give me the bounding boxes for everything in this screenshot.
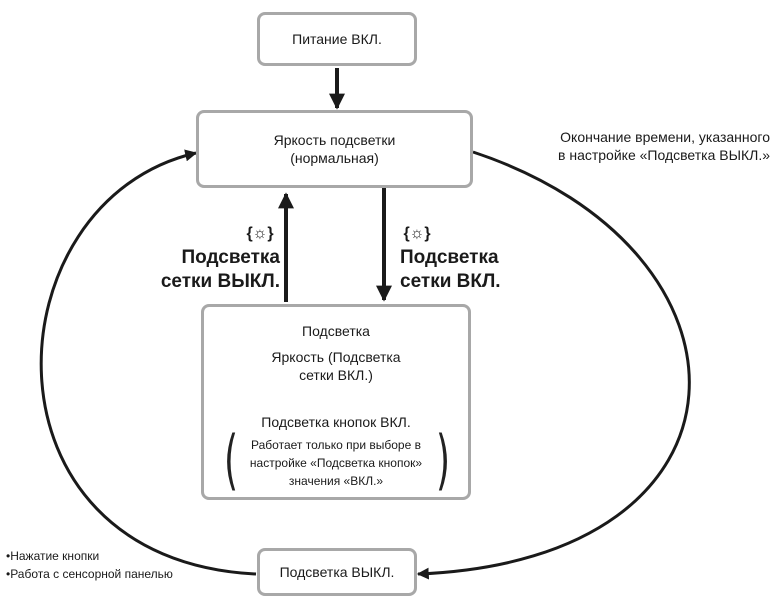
backlight-brightness-line: Яркость (Подсветка bbox=[271, 349, 401, 365]
backlight-brightness-line2: сетки ВКЛ.) bbox=[299, 367, 373, 383]
backlight-off-box: Подсветка ВЫКЛ. bbox=[257, 548, 417, 596]
grid-on-line2: сетки ВКЛ. bbox=[400, 271, 501, 292]
power-on-box: Питание ВКЛ. bbox=[257, 12, 417, 66]
grid-off-icon: {☼} bbox=[246, 225, 274, 242]
backlight-title: Подсветка bbox=[302, 323, 370, 339]
timeout-note-line1: Окончание времени, указанного bbox=[560, 129, 770, 145]
action-note-line2: •Работа с сенсорной панелью bbox=[6, 567, 173, 581]
action-note-line1: •Нажатие кнопки bbox=[6, 549, 100, 563]
arrow-timeout-loop bbox=[416, 150, 691, 580]
grid-off-line2: сетки ВЫКЛ. bbox=[160, 271, 280, 292]
brightness-label-line2: (нормальная) bbox=[290, 150, 379, 166]
backlight-off-label: Подсветка ВЫКЛ. bbox=[279, 564, 395, 580]
power-on-label: Питание ВКЛ. bbox=[292, 31, 382, 47]
timeout-note-line2: в настройке «Подсветка ВЫКЛ.» bbox=[558, 147, 770, 163]
buttons-note-line2: настройке «Подсветка кнопок» bbox=[249, 456, 423, 470]
grid-off-line1: Подсветка bbox=[181, 247, 280, 268]
buttons-note-line1: Работает только при выборе в bbox=[251, 438, 421, 452]
arrow-action-loop bbox=[39, 149, 257, 576]
grid-on-line1: Подсветка bbox=[400, 247, 499, 268]
note-left-paren: ( bbox=[224, 424, 239, 498]
buttons-note-line3: значения «ВКЛ.» bbox=[288, 474, 384, 488]
brightness-label-line1: Яркость подсветки bbox=[273, 132, 396, 148]
grid-on-icon: {☼} bbox=[403, 225, 431, 242]
brightness-box: Яркость подсветки (нормальная) bbox=[196, 110, 473, 188]
backlight-box bbox=[201, 304, 471, 500]
note-right-paren: ) bbox=[436, 424, 451, 498]
buttons-on-label: Подсветка кнопок ВКЛ. bbox=[261, 414, 411, 430]
